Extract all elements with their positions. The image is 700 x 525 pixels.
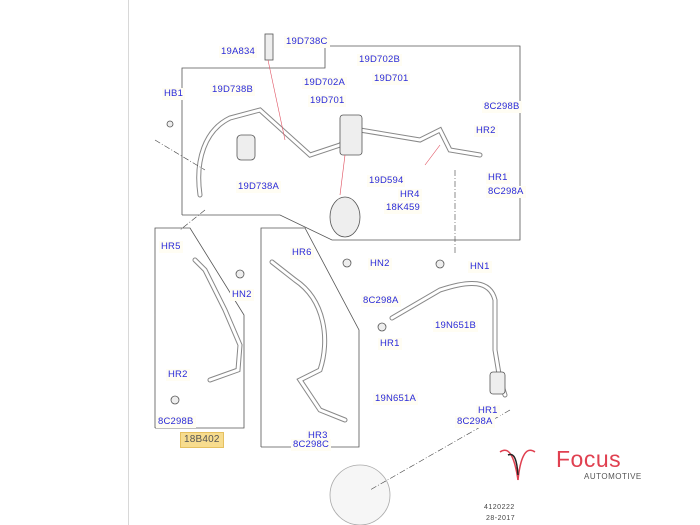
components — [166, 33, 506, 525]
label-HR5: HR5 — [159, 241, 183, 253]
label-HR2: HR2 — [474, 125, 498, 137]
group-frame-middle — [260, 227, 360, 448]
label-HR1: HR1 — [486, 172, 510, 184]
label-19D702A: 19D702A — [302, 77, 348, 89]
label-8C298A: 8C298A — [361, 295, 401, 307]
label-19D738A: 19D738A — [236, 181, 282, 193]
label-19D738C: 19D738C — [284, 36, 330, 48]
label-19D701: 19D701 — [372, 73, 411, 85]
group-frame-top — [181, 45, 521, 241]
brand-name: Focus — [556, 446, 622, 472]
label-19D702B: 19D702B — [357, 54, 403, 66]
label-HR1: HR1 — [378, 338, 402, 350]
label-HN2: HN2 — [230, 289, 254, 301]
diagram-date: 28-2017 — [486, 515, 516, 522]
label-19N651A: 19N651A — [373, 393, 419, 405]
label-19A834: 19A834 — [219, 46, 257, 58]
callout-lines — [267, 59, 441, 196]
brand-subtitle: AUTOMOTIVE — [584, 472, 642, 481]
label-HN2: HN2 — [368, 258, 392, 270]
label-18B402-highlighted[interactable]: 18B402 — [180, 432, 224, 448]
label-8C298B: 8C298B — [482, 101, 522, 113]
label-18K459: 18K459 — [384, 202, 422, 214]
diagram-code: 4120222 — [484, 504, 515, 511]
label-8C298A: 8C298A — [455, 416, 495, 428]
label-HR2: HR2 — [166, 369, 190, 381]
label-HB1: HB1 — [162, 88, 186, 100]
label-19D701: 19D701 — [308, 95, 347, 107]
label-HR6: HR6 — [290, 247, 314, 259]
label-8C298B: 8C298B — [156, 416, 196, 428]
label-HR4: HR4 — [398, 189, 422, 201]
page-border — [128, 0, 129, 525]
group-frame-left — [154, 227, 245, 429]
label-HN1: HN1 — [468, 261, 492, 273]
label-19N651B: 19N651B — [433, 320, 479, 332]
label-19D594: 19D594 — [367, 175, 406, 187]
label-8C298A: 8C298A — [486, 186, 526, 198]
label-HR1: HR1 — [476, 405, 500, 417]
label-19D738B: 19D738B — [210, 84, 256, 96]
brand-logo-mark — [499, 449, 536, 481]
label-8C298C: 8C298C — [291, 439, 332, 451]
